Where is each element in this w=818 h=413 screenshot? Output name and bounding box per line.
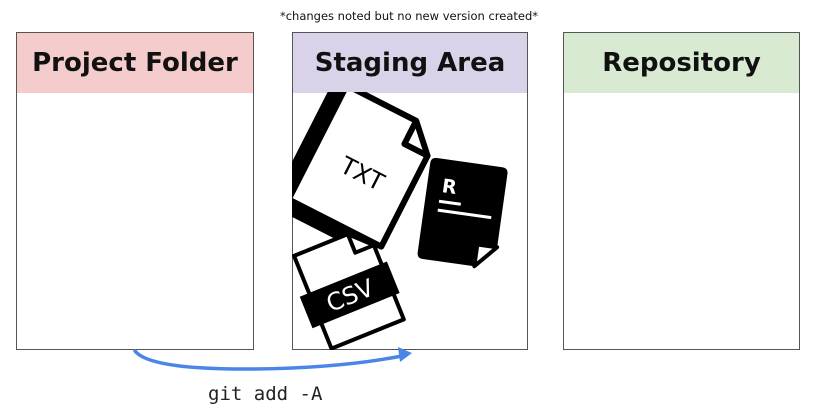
r-file-icon: R [417, 157, 508, 269]
repository-box: Repository [563, 32, 800, 350]
staging-note: *changes noted but no new version create… [279, 9, 539, 23]
project-folder-header: Project Folder [17, 33, 253, 93]
csv-label-band [299, 261, 400, 329]
git-add-command: git add -A [208, 383, 323, 405]
staging-area-header: Staging Area [293, 33, 527, 93]
r-file-label: R [441, 175, 459, 199]
staged-files-illustration: TXT R CSV [292, 92, 508, 350]
r-code-line-2 [437, 208, 492, 220]
repository-header: Repository [564, 33, 799, 93]
r-code-line-1 [438, 199, 461, 206]
project-folder-box: Project Folder [16, 32, 254, 350]
csv-file-icon: CSV [292, 232, 406, 350]
txt-file-stack-icon: TXT [292, 92, 431, 255]
